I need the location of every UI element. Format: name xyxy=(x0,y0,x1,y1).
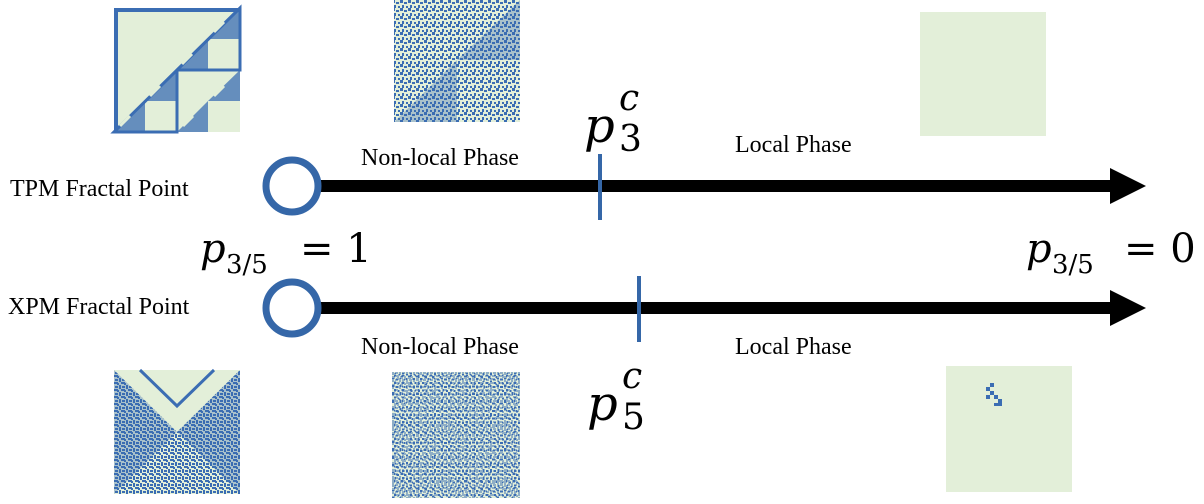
svg-text:3/5: 3/5 xyxy=(1052,250,1094,280)
tpm-local-thumbnail xyxy=(920,12,1046,136)
svg-text:c: c xyxy=(622,356,642,397)
svg-text:5: 5 xyxy=(622,397,645,438)
svg-text:p: p xyxy=(200,226,226,272)
xpm-fractal-point-marker xyxy=(262,278,322,338)
bottom-arrow-head xyxy=(1110,290,1146,326)
svg-text:= 1: = 1 xyxy=(300,226,372,272)
bottom-nonlocal-phase-label: Non-local Phase xyxy=(361,334,519,360)
top-arrow-head xyxy=(1110,168,1146,204)
xpm-fractal-point-label: XPM Fractal Point xyxy=(8,294,190,320)
tpm-fractal-point-label: TPM Fractal Point xyxy=(10,176,189,202)
xpm-fractal-thumbnail xyxy=(114,368,240,494)
svg-text:= 0: = 0 xyxy=(1124,226,1196,272)
svg-text:c: c xyxy=(619,78,639,119)
svg-text:p: p xyxy=(584,98,615,154)
start-value-label: p 3/5 = 1 xyxy=(200,226,372,280)
xpm-nonlocal-thumbnail xyxy=(392,372,520,498)
tpm-nonlocal-thumbnail xyxy=(394,0,520,122)
svg-text:p: p xyxy=(1026,226,1052,272)
svg-text:3: 3 xyxy=(619,119,642,160)
bottom-critical-label: p c 5 xyxy=(587,356,645,438)
end-value-label: p 3/5 = 0 xyxy=(1026,226,1196,280)
top-nonlocal-phase-label: Non-local Phase xyxy=(361,145,519,171)
top-phase-line xyxy=(262,154,1146,220)
bottom-local-phase-label: Local Phase xyxy=(735,334,852,360)
xpm-local-thumbnail xyxy=(946,366,1072,492)
top-critical-label: p c 3 xyxy=(584,78,642,160)
top-local-phase-label: Local Phase xyxy=(735,132,852,158)
small-cluster xyxy=(986,383,1002,406)
svg-text:p: p xyxy=(587,376,618,432)
svg-text:3/5: 3/5 xyxy=(226,250,268,280)
tpm-fractal-thumbnail xyxy=(110,4,242,134)
tpm-fractal-point-marker xyxy=(262,156,322,216)
bottom-phase-line xyxy=(262,276,1146,342)
